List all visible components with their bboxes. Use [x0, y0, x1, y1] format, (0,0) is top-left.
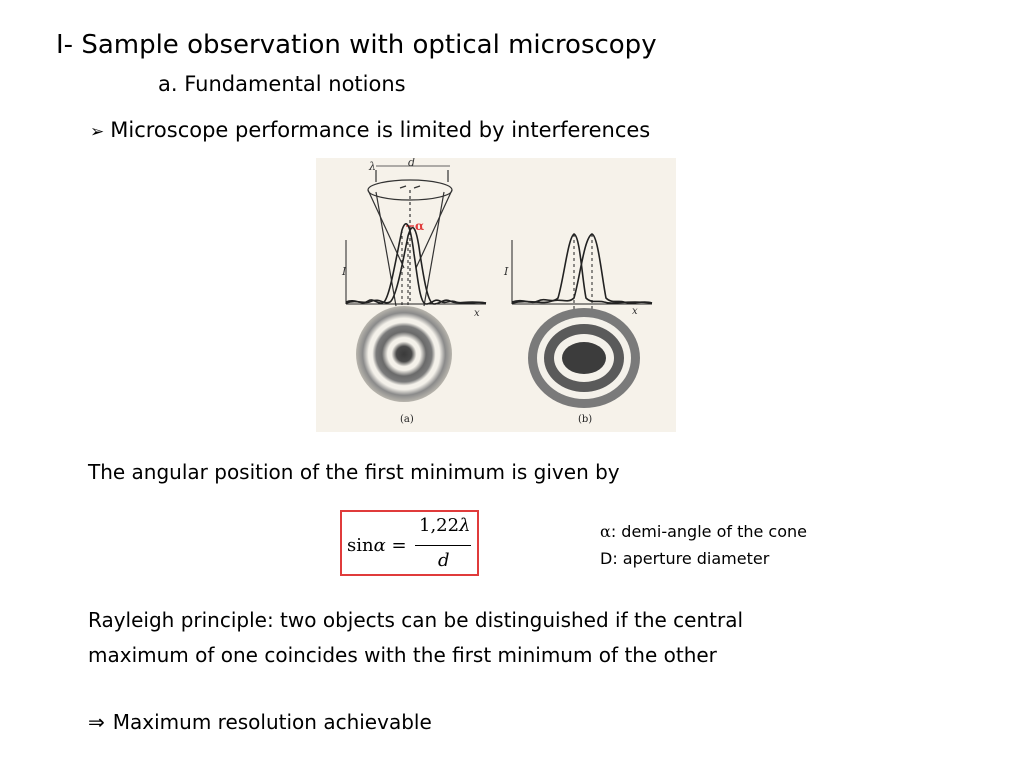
rayleigh-line-1: Rayleigh principle: two objects can be d… [88, 608, 744, 632]
arrow-bullet-icon: ➢ [90, 122, 105, 142]
rayleigh-line-2: maximum of one coincides with the first … [88, 643, 717, 667]
intensity-plot-a [345, 223, 487, 306]
intro-text: The angular position of the first minimu… [88, 460, 620, 484]
x-axis-a: x [474, 308, 480, 319]
airy-diagram: λ d α I x I x [341, 158, 653, 425]
fraction-bar [415, 545, 471, 546]
airy-pattern-figure: λ d α I x I x [316, 158, 676, 432]
formula-denominator: d [438, 550, 450, 571]
airy-disc-a [356, 306, 452, 402]
bullet-text: Microscope performance is limited by int… [110, 118, 651, 142]
lambda-label: λ [368, 160, 376, 173]
intensity-axis-a: I [341, 265, 347, 278]
formula-lhs: sinα = [347, 535, 407, 556]
legend-aperture: D: aperture diameter [600, 549, 770, 568]
caption-b: (b) [578, 414, 592, 425]
formula-box: sinα = 1,22λ d [340, 510, 479, 576]
intensity-plot-b [511, 233, 653, 366]
formula-equals: = [391, 535, 407, 556]
airy-disc-b [528, 308, 640, 408]
slide-subtitle: a. Fundamental notions [158, 72, 406, 96]
legend-alpha: α: demi-angle of the cone [600, 522, 807, 541]
alpha-label: α [415, 219, 424, 233]
formula-lambda: λ [459, 515, 471, 536]
intensity-axis-b: I [503, 265, 509, 278]
implies-symbol: ⇒ [88, 710, 105, 734]
lens-cone [367, 165, 453, 307]
d-label: d [408, 158, 415, 169]
legend-alpha-symbol: α [600, 522, 611, 541]
conclusion-line: ⇒ Maximum resolution achievable [88, 710, 432, 734]
caption-a: (a) [400, 414, 414, 425]
x-axis-b: x [632, 306, 638, 317]
bullet-line: ➢Microscope performance is limited by in… [90, 118, 650, 142]
slide-title: I- Sample observation with optical micro… [56, 30, 657, 60]
formula-alpha: α [373, 535, 386, 556]
formula-sin: sin [347, 535, 374, 556]
formula-numerator: 1,22λ [419, 515, 471, 536]
legend-alpha-text: : demi-angle of the cone [610, 522, 807, 541]
formula-coefficient: 1,22 [419, 515, 460, 536]
conclusion-text: Maximum resolution achievable [112, 710, 432, 734]
